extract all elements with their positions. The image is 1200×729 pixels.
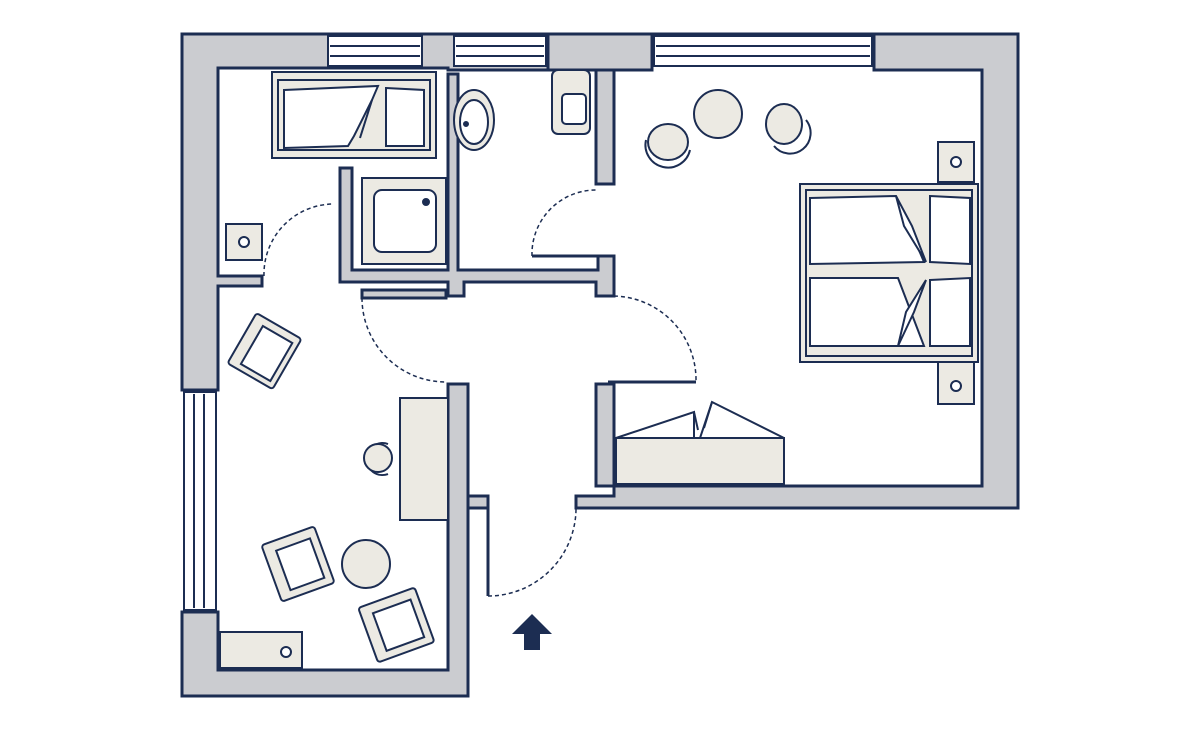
armchair-1 xyxy=(227,313,302,390)
window-top-left xyxy=(327,35,423,67)
bathroom xyxy=(361,69,591,265)
door-swing-bath xyxy=(531,189,597,257)
door-swing-living xyxy=(263,203,335,277)
window-top-bath xyxy=(453,35,547,67)
sofa-bed xyxy=(271,71,437,159)
side-table xyxy=(225,223,263,261)
arrow-up-icon xyxy=(512,614,552,650)
living-room xyxy=(219,71,449,669)
wall-doorstop xyxy=(360,288,448,300)
nightstand-1 xyxy=(937,141,975,183)
wall-bathroom xyxy=(338,72,616,298)
bedroom-round-table xyxy=(693,89,743,139)
bedroom-chair-1 xyxy=(644,123,691,169)
wall-bedroom-outer xyxy=(546,32,1020,510)
walls xyxy=(180,32,1020,698)
shower xyxy=(361,177,447,265)
sideboard xyxy=(219,631,303,669)
door-swing-entry xyxy=(487,505,577,597)
wall-hallway-stub xyxy=(466,494,490,510)
nightstand-2 xyxy=(937,361,975,405)
partitions xyxy=(486,254,696,596)
armchair-3 xyxy=(358,587,435,663)
entrance xyxy=(512,614,552,650)
window-top-bedroom xyxy=(653,35,873,67)
washbasin xyxy=(453,89,495,151)
door-swing-hall xyxy=(361,297,447,383)
door-swings xyxy=(263,189,697,597)
wall-bathroom-right xyxy=(594,68,616,186)
desk-chair xyxy=(363,442,393,476)
door-swing-bedroom xyxy=(613,295,697,383)
bedroom-chair-2 xyxy=(765,103,812,155)
wall-living-bottom xyxy=(180,382,470,698)
desk xyxy=(399,397,449,521)
double-bed xyxy=(799,183,979,363)
toilet xyxy=(551,69,591,135)
bedroom xyxy=(615,89,979,485)
window-left xyxy=(183,391,217,611)
armchair-2 xyxy=(261,526,335,602)
wardrobe xyxy=(615,400,785,485)
windows xyxy=(183,35,873,611)
round-table xyxy=(341,539,391,589)
